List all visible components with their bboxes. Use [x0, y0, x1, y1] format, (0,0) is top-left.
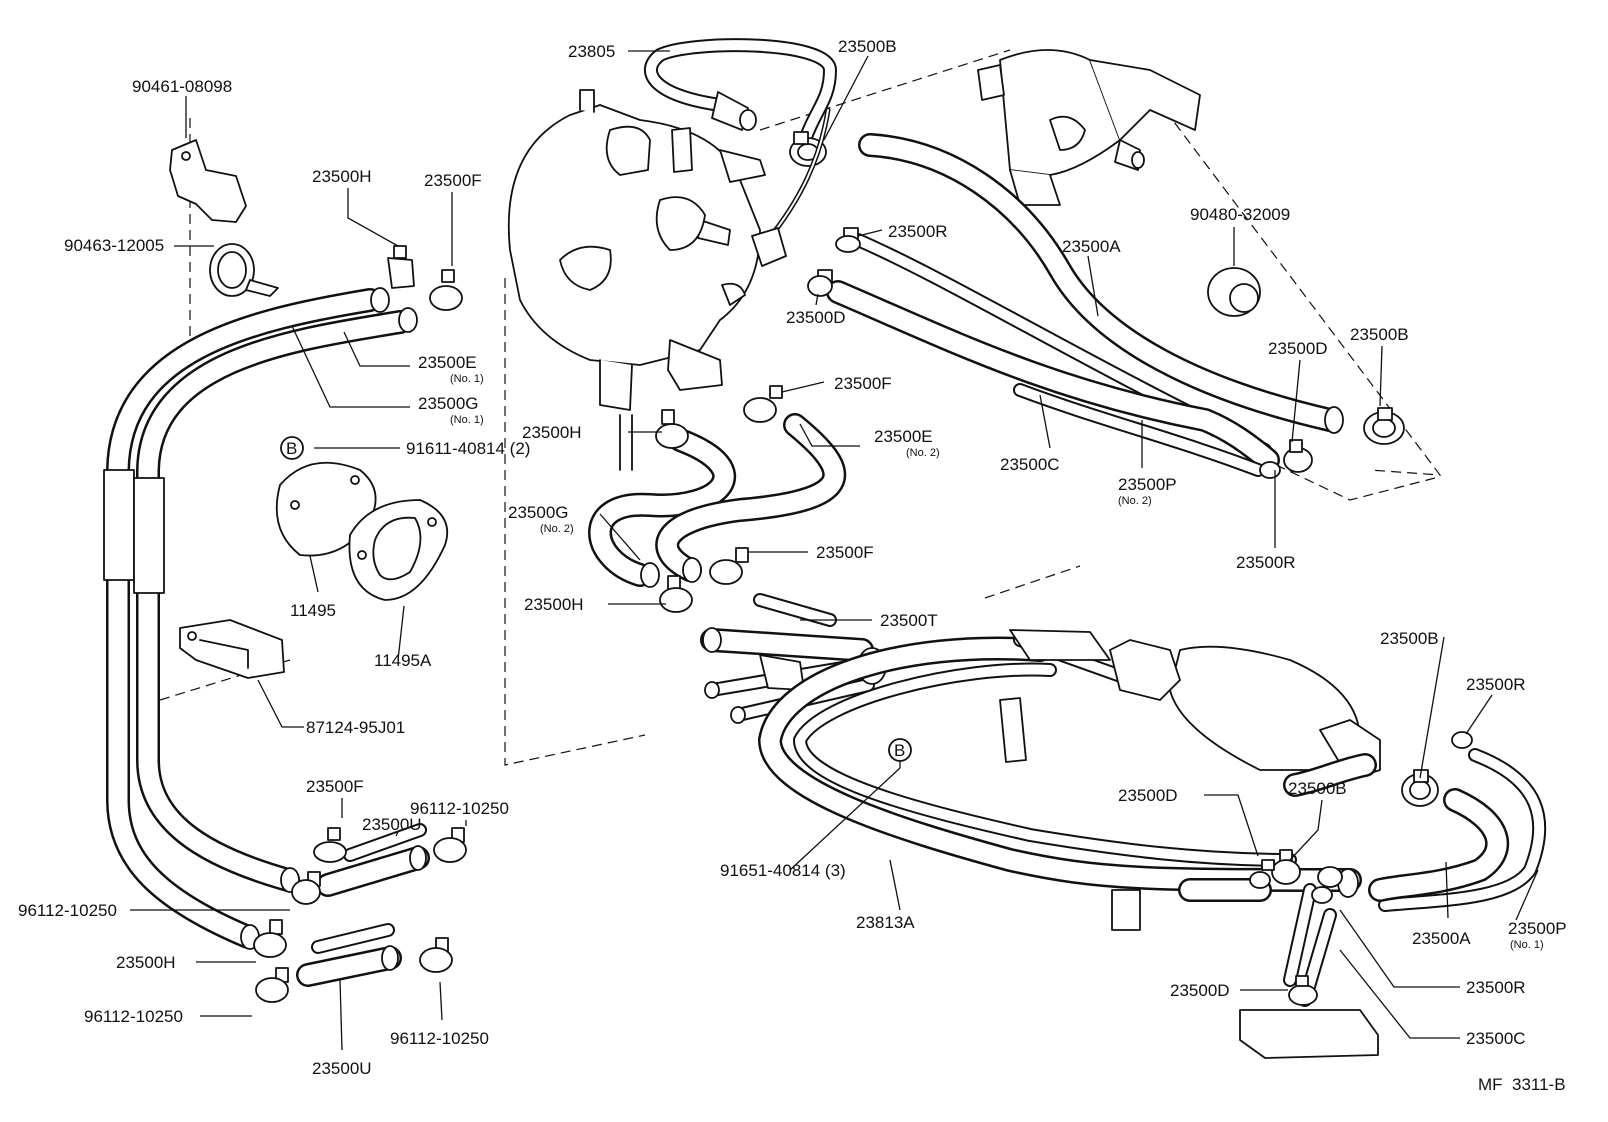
- label-90461-08098: 90461-08098: [132, 77, 232, 96]
- right-loop-hoses: [1283, 731, 1547, 912]
- label-90480-32009: 90480-32009: [1190, 205, 1290, 224]
- label-96112-10250-4: 96112-10250: [390, 1029, 489, 1048]
- clamp-bracket-90461: [169, 139, 247, 223]
- sleeve-right: [133, 477, 165, 594]
- drawing-code: MF 3311-B: [1478, 1075, 1566, 1094]
- label-23500p-1-sub: (No. 1): [1510, 939, 1544, 951]
- label-23500b-2: 23500B: [1350, 325, 1409, 344]
- label-23500e-2-sub: (No. 2): [906, 447, 940, 459]
- label-23500d-4: 23500D: [1170, 981, 1230, 1000]
- label-23500c-1: 23500C: [1000, 455, 1060, 474]
- label-23500e-2: 23500E: [874, 427, 933, 446]
- label-23500t: 23500T: [880, 611, 938, 630]
- label-23500d-2: 23500D: [1268, 339, 1328, 358]
- clamps-top-left: [387, 245, 463, 311]
- label-23500h-2: 23500H: [522, 423, 582, 442]
- label-23500p-2: 23500P: [1118, 475, 1177, 494]
- label-23500a-1: 23500A: [1062, 237, 1121, 256]
- label-23500p-1: 23500P: [1508, 919, 1567, 938]
- label-23813a: 23813A: [856, 913, 915, 932]
- label-23500d-1: 23500D: [786, 308, 846, 327]
- label-23500r-3: 23500R: [1466, 675, 1526, 694]
- label-23500e-1-sub: (No. 1): [450, 373, 484, 385]
- carburetor-assembly: [507, 89, 766, 471]
- sleeve-left: [103, 469, 135, 581]
- callout-b-lower: B: [888, 738, 912, 762]
- label-23500d-3: 23500D: [1118, 786, 1178, 805]
- label-23500g-2-sub: (No. 2): [540, 523, 574, 535]
- label-11495a: 11495A: [374, 651, 432, 670]
- callout-b-lower-letter: B: [894, 741, 905, 760]
- label-23500b-top: 23500B: [838, 37, 897, 56]
- label-23500f-2: 23500F: [834, 374, 892, 393]
- label-23805: 23805: [568, 42, 615, 61]
- label-91651-40814: 91651-40814 (3): [720, 861, 846, 880]
- bracket-87124: [179, 619, 285, 679]
- label-23500b-3: 23500B: [1380, 629, 1439, 648]
- bottom-right-hoses: [1178, 849, 1379, 1059]
- bottom-left-pipes: [253, 823, 467, 1003]
- label-23500h-4: 23500H: [116, 953, 176, 972]
- bushing-90480: [1207, 267, 1261, 317]
- actuator-top-right: [977, 49, 1201, 206]
- label-96112-10250-3: 96112-10250: [84, 1007, 183, 1026]
- long-hoses-upper: [826, 133, 1344, 477]
- label-23500u-1: 23500U: [362, 815, 422, 834]
- label-23500a-2: 23500A: [1412, 929, 1471, 948]
- label-23500c-2: 23500C: [1466, 1029, 1526, 1048]
- label-11495: 11495: [290, 601, 336, 620]
- callout-b-upper: B: [280, 436, 304, 460]
- middle-hoses: [588, 385, 846, 613]
- label-23500f-4: 23500F: [306, 777, 364, 796]
- label-23500b-4: 23500B: [1288, 779, 1347, 798]
- left-pipe-assembly: [103, 287, 418, 950]
- label-23500h-3: 23500H: [524, 595, 584, 614]
- label-23500g-2: 23500G: [508, 503, 569, 522]
- label-23500g-1: 23500G: [418, 394, 479, 413]
- label-23500f-1: 23500F: [424, 171, 482, 190]
- label-23500f-3: 23500F: [816, 543, 874, 562]
- label-23500g-1-sub: (No. 1): [450, 414, 484, 426]
- label-23500r-2: 23500R: [1236, 553, 1296, 572]
- gasket-11495a: [348, 499, 449, 601]
- label-23500p-2-sub: (No. 2): [1118, 495, 1152, 507]
- clamps-upper-right: [807, 227, 1405, 479]
- label-96112-10250-2: 96112-10250: [18, 901, 117, 920]
- label-23500r-4: 23500R: [1466, 978, 1526, 997]
- callout-b-upper-letter: B: [286, 439, 297, 458]
- vacuum-hose-23805: [644, 38, 837, 147]
- band-clamp-90463: [209, 243, 279, 297]
- leader-lines: [130, 50, 1539, 1051]
- label-23500e-1: 23500E: [418, 353, 477, 372]
- part-labels: 23805 23500B 90461-08098 90463-12005 235…: [18, 37, 1567, 1078]
- label-23500u-2: 23500U: [312, 1059, 372, 1078]
- label-23500r-1: 23500R: [888, 222, 948, 241]
- sensor-wire: [751, 107, 831, 267]
- label-23500h-1: 23500H: [312, 167, 372, 186]
- label-96112-10250-1: 96112-10250: [410, 799, 509, 818]
- label-91611-40814: 91611-40814 (2): [406, 439, 530, 458]
- label-87124-95j01: 87124-95J01: [306, 718, 405, 737]
- label-90463-12005: 90463-12005: [64, 236, 164, 255]
